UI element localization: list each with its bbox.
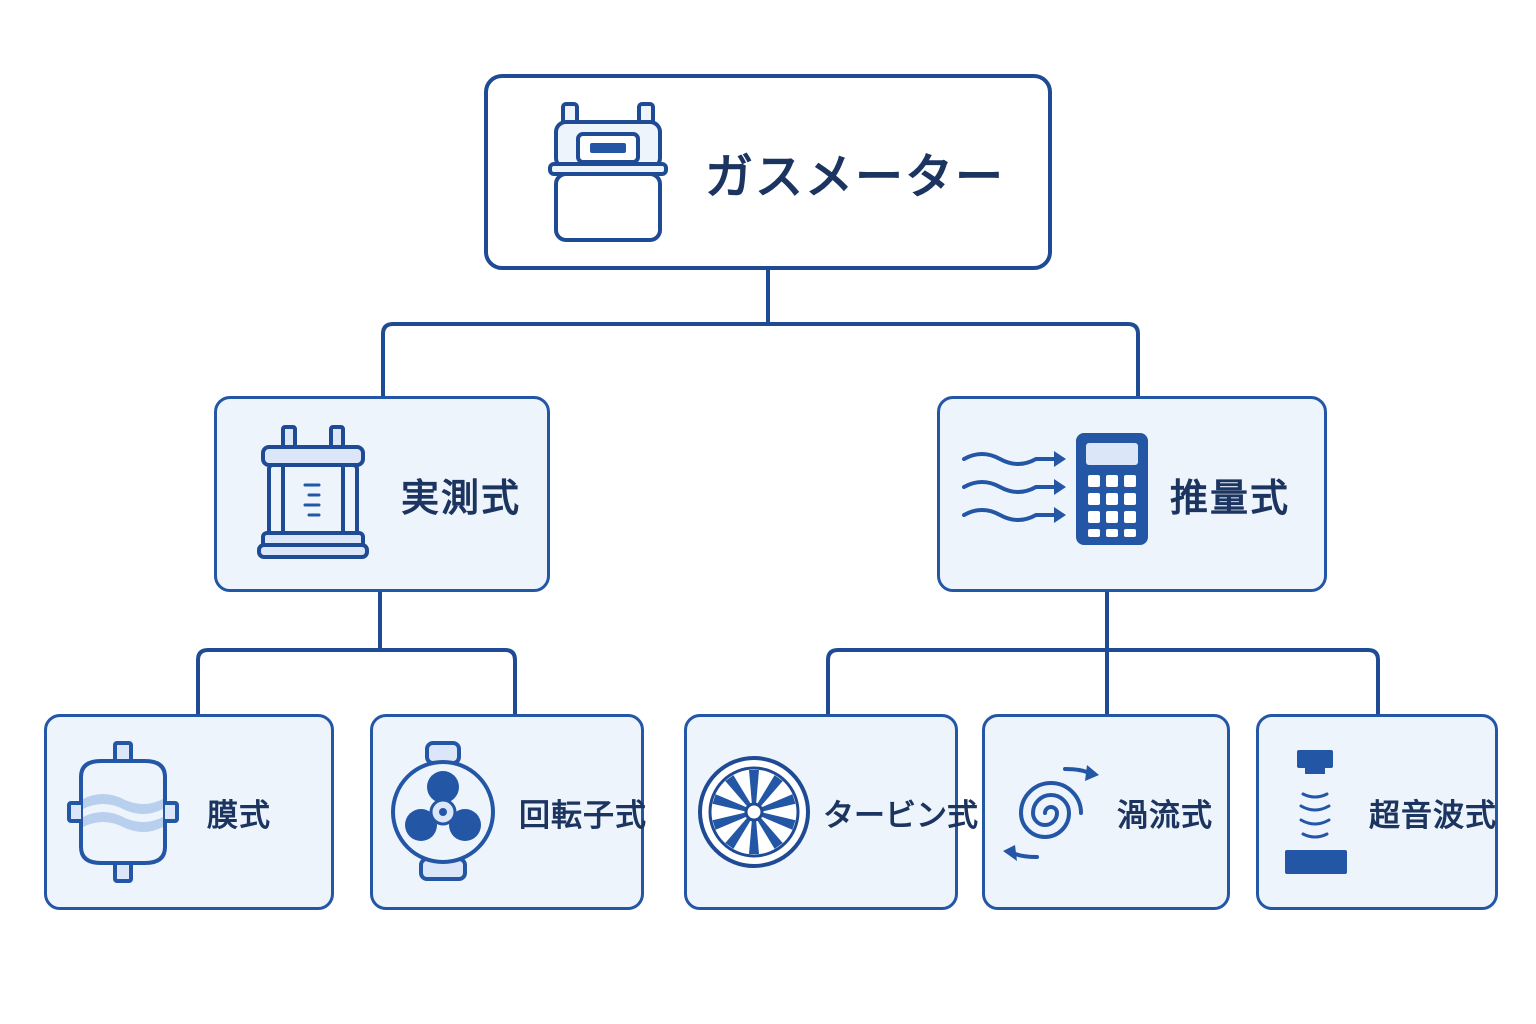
flow-calculator-icon	[958, 429, 1158, 559]
connector-root	[381, 266, 1140, 398]
connector-actual	[196, 590, 517, 716]
measuring-chamber-icon	[253, 419, 373, 569]
rotor-icon	[383, 737, 503, 887]
connector-inferential	[826, 590, 1380, 716]
ultrasonic-icon	[1279, 742, 1359, 882]
diaphragm-icon	[61, 737, 185, 887]
type-label: 超音波式	[1369, 797, 1497, 834]
type-vortex: 渦流式	[982, 714, 1230, 910]
type-diaphragm: 膜式	[44, 714, 334, 910]
vortex-icon	[995, 747, 1107, 877]
category-label: 推量式	[1170, 475, 1291, 520]
category-inferential: 推量式	[937, 396, 1327, 592]
gas-meter-icon	[533, 92, 683, 252]
turbine-icon	[695, 753, 813, 871]
type-ultrasonic: 超音波式	[1256, 714, 1498, 910]
type-label: 回転子式	[519, 797, 647, 834]
type-label: 渦流式	[1117, 797, 1213, 834]
type-label: タービン式	[823, 797, 978, 834]
type-rotor: 回転子式	[370, 714, 647, 910]
root-node: ガスメーター	[484, 74, 1052, 270]
type-turbine: タービン式	[684, 714, 978, 910]
root-label: ガスメーター	[705, 149, 1006, 205]
category-label: 実測式	[401, 475, 522, 520]
category-actual-measurement: 実測式	[214, 396, 550, 592]
type-label: 膜式	[207, 797, 271, 834]
